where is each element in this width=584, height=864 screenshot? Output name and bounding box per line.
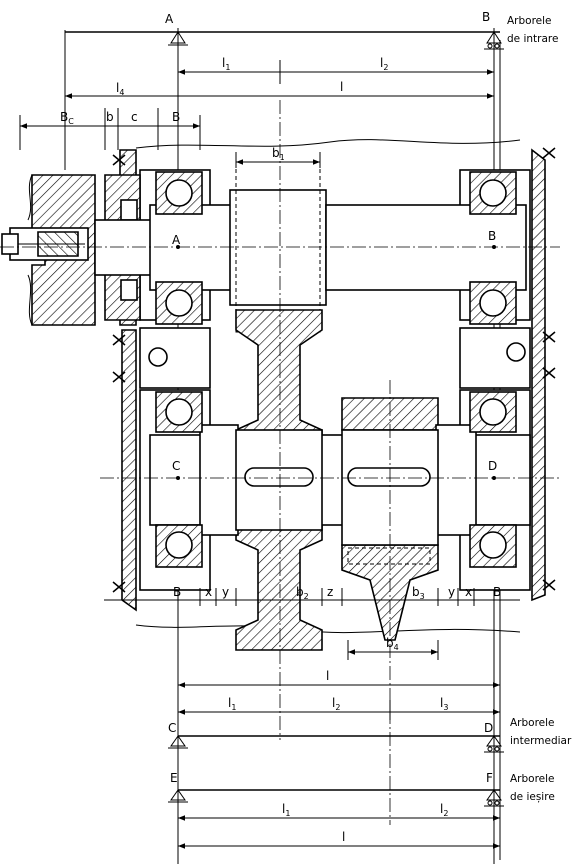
support-b-symbol — [484, 31, 504, 50]
dim-l3-mid: l3 — [440, 696, 448, 712]
support-d-label: D — [484, 721, 493, 735]
dim-z: z — [327, 585, 333, 599]
dim-c: c — [131, 110, 138, 124]
dim-B-lower-right: B — [493, 585, 501, 599]
support-f-label: F — [486, 771, 493, 785]
dim-x-right: x — [465, 585, 472, 599]
dim-l1-top: l1 — [222, 56, 230, 72]
dim-l4: l4 — [116, 81, 124, 97]
dim-l-top: l — [340, 80, 343, 94]
dim-l2-mid: l2 — [332, 696, 340, 712]
intermediate-shaft: C D — [100, 100, 560, 825]
support-b-label: B — [482, 10, 490, 24]
point-d-label: D — [488, 459, 497, 473]
intermediate-label-line1: Arborele — [510, 717, 555, 729]
dim-b2: b2 — [296, 585, 309, 601]
dim-l1-bottom: l1 — [282, 802, 290, 818]
output-shaft-schematic: E F Arborele de ieșire l1 l2 l — [168, 771, 555, 849]
intermediate-shaft-schematic: C D Arborele intermediar — [168, 717, 572, 753]
housing-pins — [139, 327, 531, 389]
output-label-line1: Arborele — [510, 773, 555, 785]
dim-b: b — [106, 110, 114, 124]
dim-y-right: y — [448, 585, 455, 599]
flange-fasteners — [112, 147, 556, 593]
dim-B-top: B — [172, 110, 180, 124]
support-a-symbol — [168, 31, 188, 46]
dim-bc: BC — [60, 110, 74, 126]
dim-x-left: x — [205, 585, 212, 599]
point-c-label: C — [172, 459, 180, 473]
support-c-label: C — [168, 721, 176, 735]
dim-B-lower-left: B — [173, 585, 181, 599]
dim-l1-mid: l1 — [228, 696, 236, 712]
intermediate-dimensions: B x y b2 z b3 y x B b4 l l1 l2 l3 — [104, 585, 520, 720]
input-shaft-label-line1: Arborele — [507, 15, 552, 27]
output-label-line2: de ieșire — [510, 791, 555, 803]
input-shaft: A B b1 — [0, 146, 560, 333]
dim-l-intermediate: l — [326, 669, 329, 683]
dim-b4: b4 — [386, 636, 399, 652]
input-shaft-label-line2: de intrare — [507, 33, 558, 45]
point-b-label: B — [488, 229, 496, 243]
support-e-label: E — [170, 771, 178, 785]
dim-l2-bottom: l2 — [440, 802, 448, 818]
dim-b1: b1 — [272, 146, 285, 162]
support-a-label: A — [165, 12, 174, 26]
dim-y-left: y — [222, 585, 229, 599]
intermediate-label-line2: intermediar — [510, 735, 572, 747]
dim-l2-top: l2 — [380, 56, 388, 72]
dim-l-bottom: l — [342, 830, 345, 844]
dim-b3: b3 — [412, 585, 425, 601]
point-a-label: A — [172, 233, 181, 247]
